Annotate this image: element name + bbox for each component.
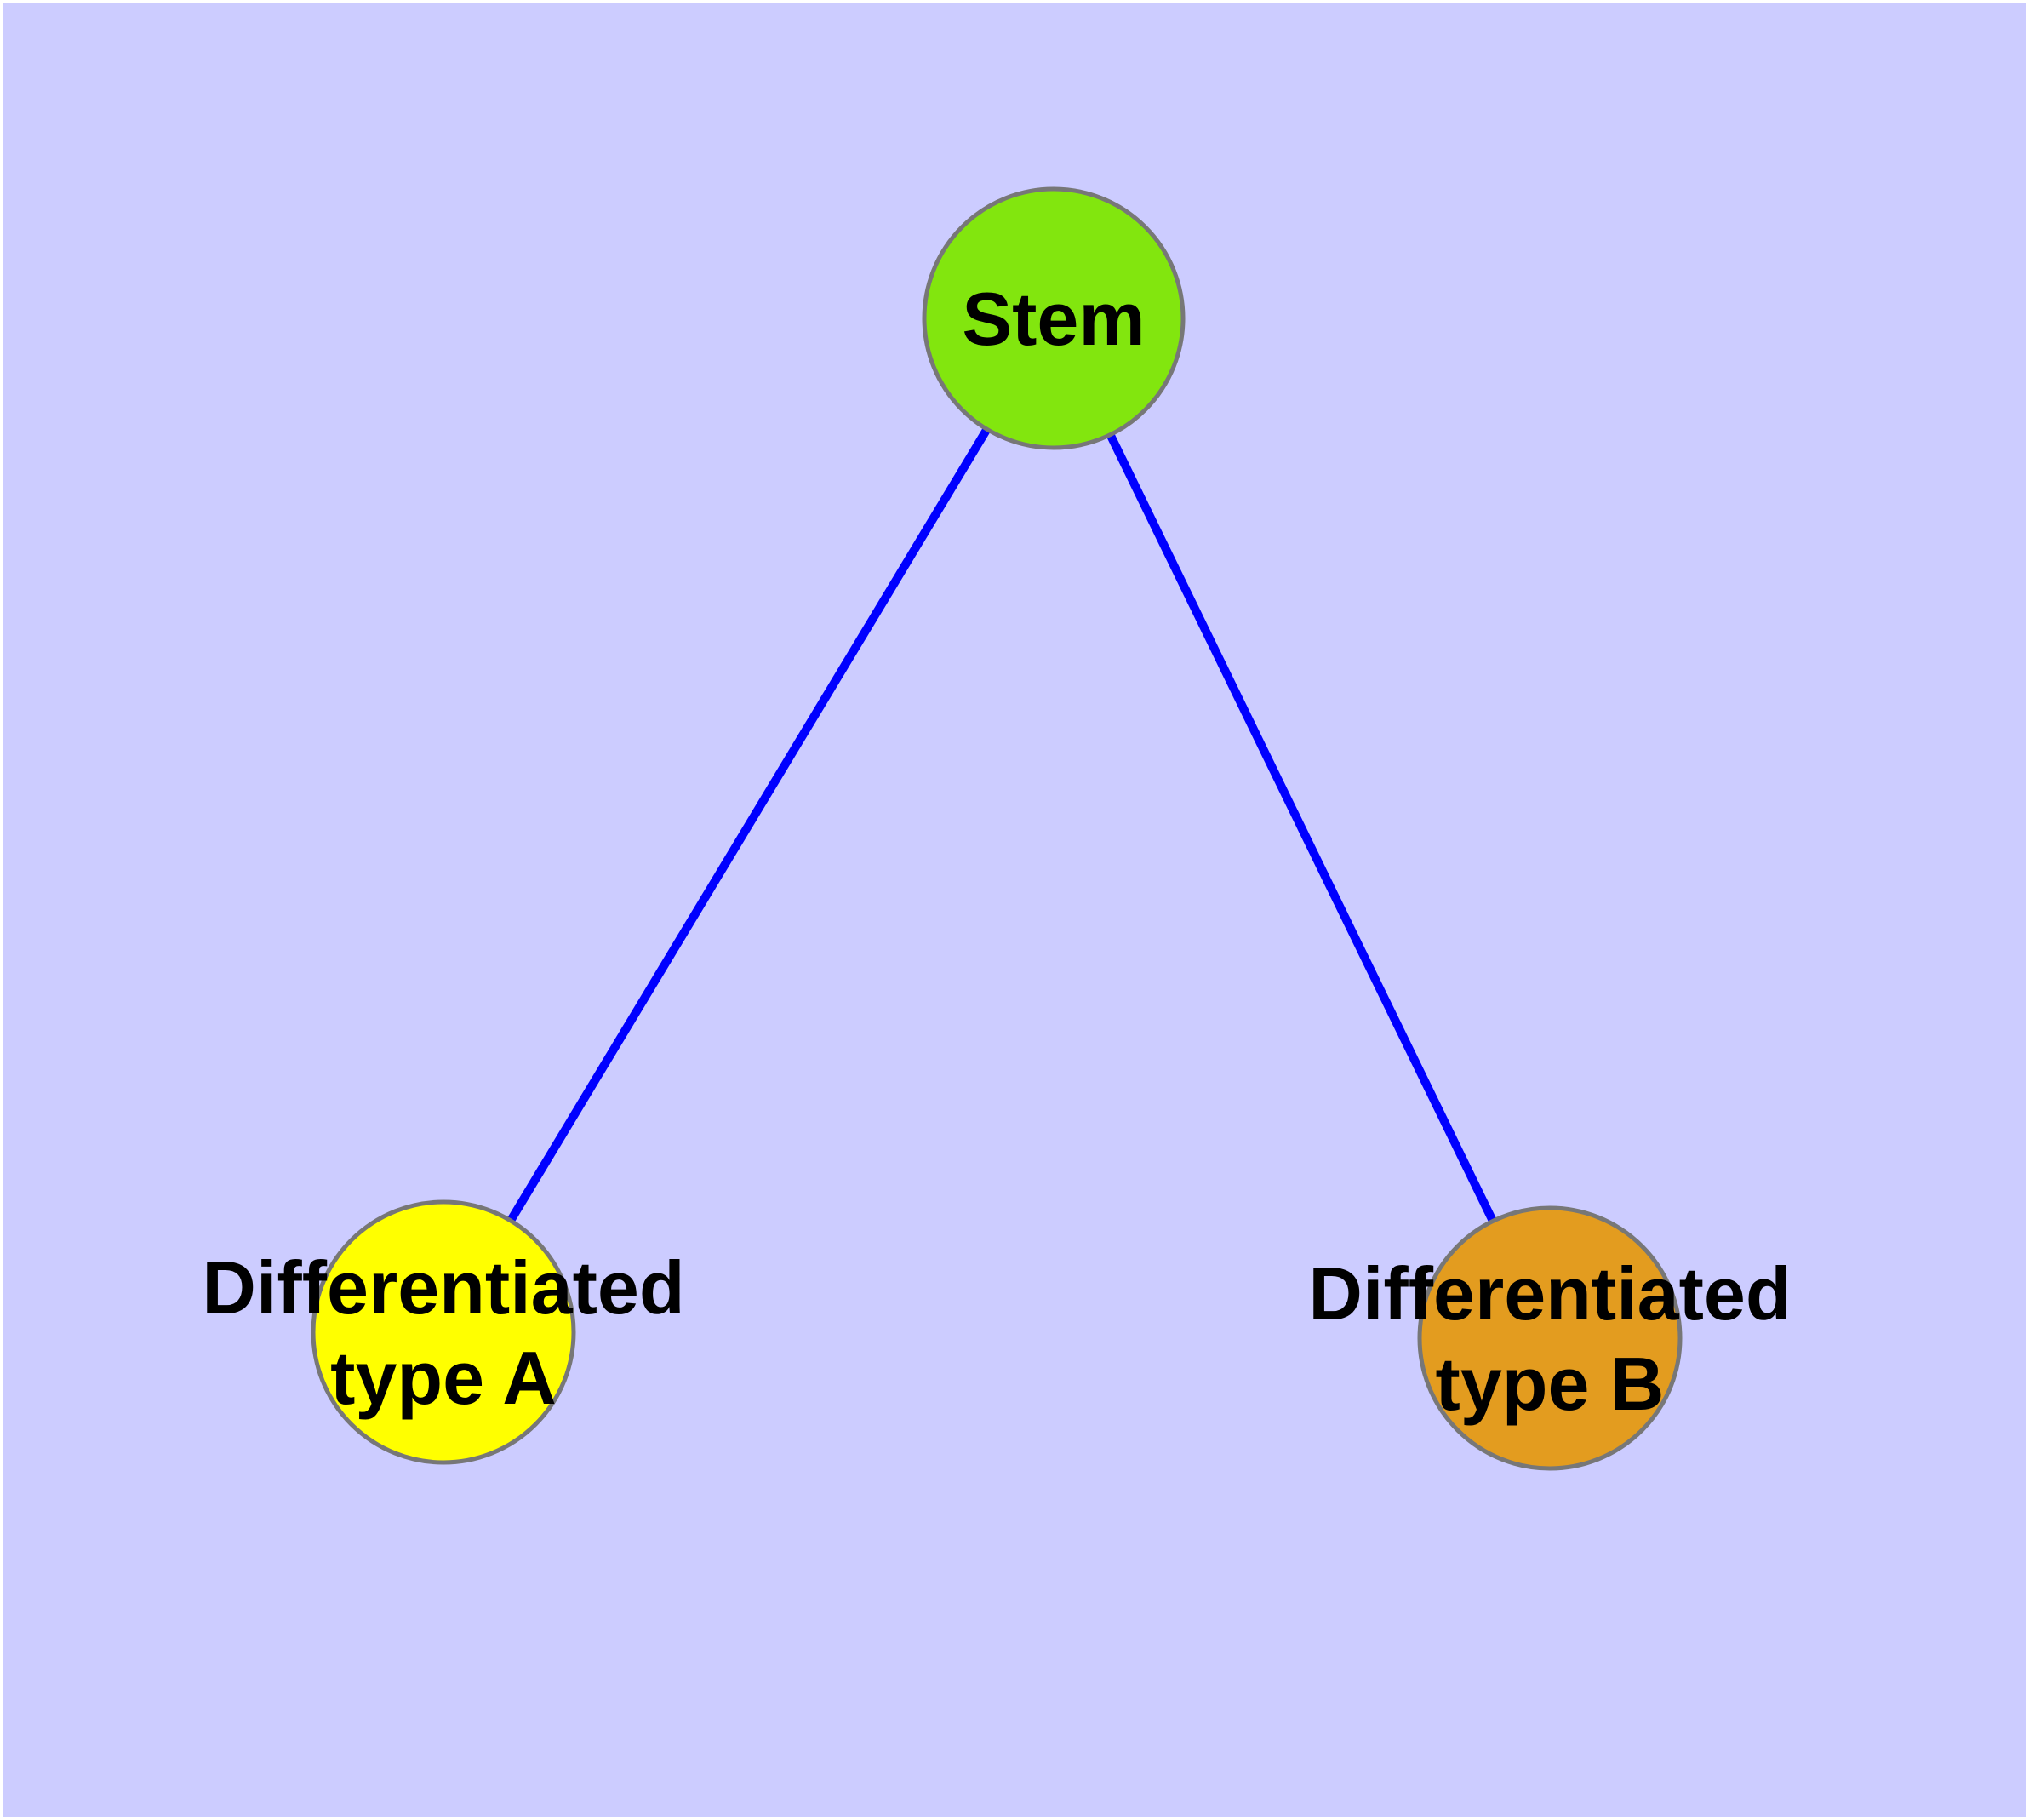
node-circle-stem — [922, 186, 1186, 450]
node-label-line: type B — [1436, 1342, 1665, 1426]
node-label-line: Differentiated — [1308, 1251, 1791, 1336]
node-circle-type-a — [311, 1199, 576, 1465]
edges-layer — [439, 316, 1554, 1341]
node-label-stem: Stem — [962, 277, 1145, 361]
node-stem: Stem — [922, 186, 1186, 450]
edge-stem-type-a — [439, 316, 1058, 1335]
edge-stem-type-b — [1049, 316, 1554, 1341]
node-label-line: type A — [330, 1336, 557, 1420]
node-label-line: Stem — [962, 277, 1145, 361]
node-circle-type-b — [1417, 1205, 1683, 1471]
node-label-line: Differentiated — [202, 1245, 684, 1330]
